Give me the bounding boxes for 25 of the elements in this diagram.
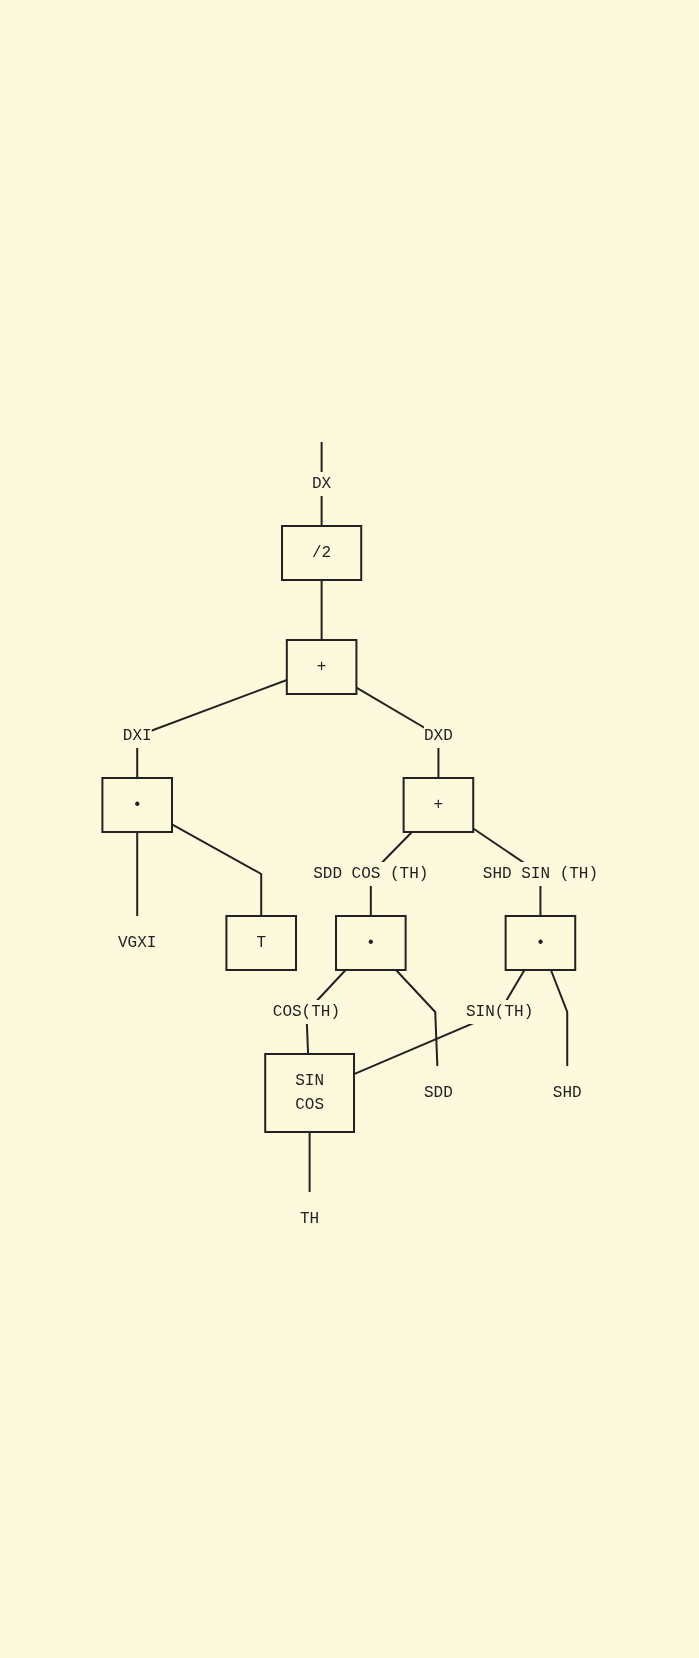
node-text: SDD [423, 1083, 453, 1102]
connector [549, 969, 568, 1067]
node-box: SIN COS [263, 1053, 355, 1133]
connector [394, 969, 439, 1067]
node-text: SHD [552, 1083, 582, 1102]
edge-label: SHD SIN (TH) [482, 864, 598, 883]
connector [320, 441, 323, 527]
edge-label: SDD COS (TH) [312, 864, 429, 883]
node-text: VGXI [117, 933, 157, 952]
node-box: + [285, 639, 358, 695]
edge-label: DXI [122, 726, 152, 745]
node-box: T [225, 915, 297, 971]
node-box: • [504, 915, 576, 971]
edge-label: SIN(TH) [465, 1002, 533, 1021]
node-box: /2 [280, 525, 362, 581]
node-text: TH [299, 1209, 319, 1228]
connector [320, 579, 323, 641]
node-box: + [402, 777, 474, 833]
node-box: • [334, 915, 407, 971]
connector [308, 1131, 311, 1193]
edge-label: DXD [423, 726, 453, 745]
edge-label: DX [311, 475, 331, 493]
connector [135, 831, 138, 917]
node-box: • [101, 777, 173, 833]
edge-label: COS(TH) [272, 1002, 340, 1021]
